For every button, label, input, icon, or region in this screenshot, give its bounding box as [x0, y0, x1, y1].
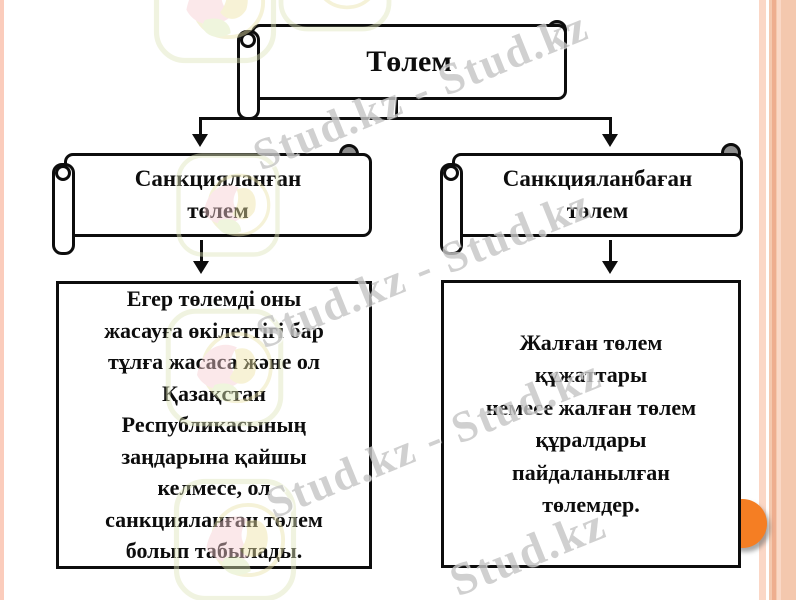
- root-node: Төлем: [237, 20, 567, 120]
- right-edge-stripe-light: [759, 0, 766, 600]
- arrowhead-right-mid-icon: [602, 261, 618, 274]
- scroll-roll-icon: [237, 30, 260, 120]
- connector-right-mid: [609, 240, 612, 262]
- connector-left-drop: [199, 117, 202, 135]
- left-edge-stripe: [0, 0, 4, 600]
- root-node-label: Төлем: [251, 24, 567, 100]
- connector-right-drop: [609, 117, 612, 135]
- scroll-roll-icon: [440, 163, 463, 255]
- arrowhead-left-mid-icon: [193, 261, 209, 274]
- connector-root-stem: [395, 100, 398, 117]
- right-edge-band-light-line: [777, 0, 781, 600]
- connector-horizontal: [199, 117, 612, 120]
- scroll-spiral-icon: [443, 165, 459, 181]
- scroll-spiral-icon: [55, 165, 71, 181]
- connector-left-mid: [200, 240, 203, 262]
- arrowhead-left-drop-icon: [192, 134, 208, 147]
- scroll-spiral-icon: [240, 32, 256, 48]
- arrowhead-right-drop-icon: [602, 134, 618, 147]
- scroll-roll-icon: [52, 163, 75, 255]
- right-edge-band-dark-line: [772, 0, 776, 600]
